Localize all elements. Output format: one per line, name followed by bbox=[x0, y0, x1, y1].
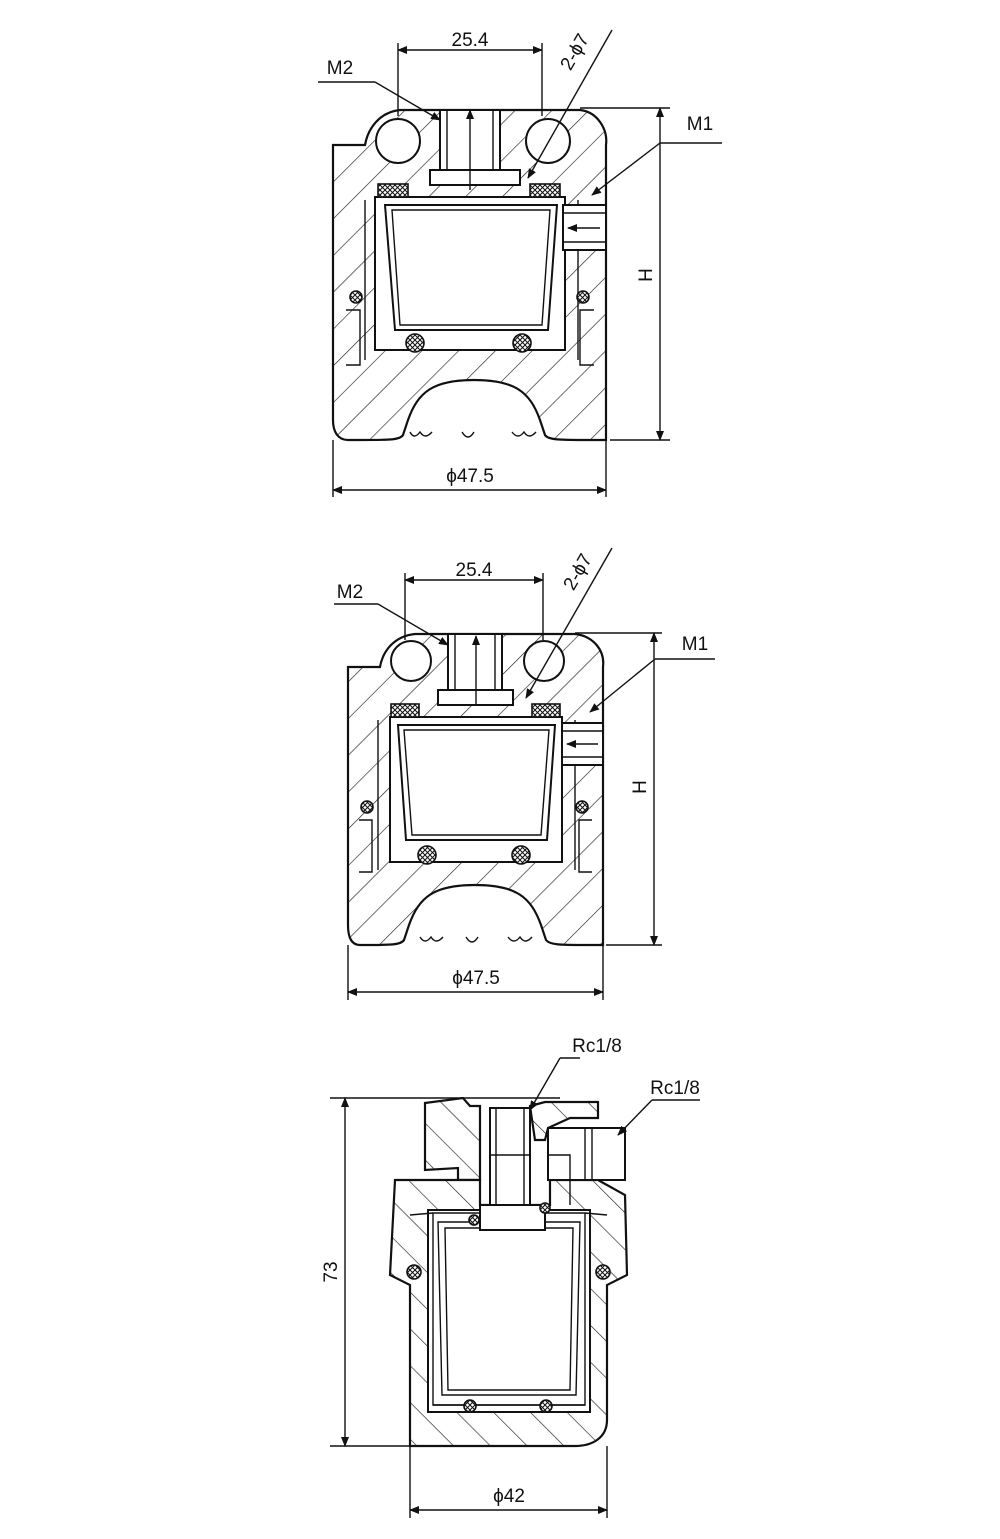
dim-height-label: 73 bbox=[321, 1261, 342, 1282]
port-m1-label: M1 bbox=[687, 114, 713, 135]
holes-label: 2-ϕ7 bbox=[557, 30, 594, 74]
port-rc-top-label: Rc1/8 bbox=[572, 1036, 622, 1057]
view-section-1: 25.4 2-ϕ7 M2 M1 H ϕ47.5 bbox=[318, 29, 722, 497]
mount-hole-left bbox=[390, 640, 432, 682]
dim-top-width-label: 25.4 bbox=[452, 30, 489, 51]
o-ring-side-left bbox=[349, 290, 363, 304]
o-ring-bottom-left bbox=[463, 1399, 477, 1413]
mount-hole-right bbox=[523, 640, 565, 682]
mount-hole-left bbox=[375, 118, 421, 164]
o-ring-side-right bbox=[576, 290, 590, 304]
seal-ring-right bbox=[529, 183, 561, 198]
mount-hole-right bbox=[525, 118, 571, 164]
port-m2-label: M2 bbox=[337, 582, 363, 603]
seal-ring-right bbox=[531, 703, 561, 718]
o-ring-left bbox=[406, 1264, 422, 1280]
o-ring-bottom-right bbox=[511, 845, 531, 865]
dim-height-label: H bbox=[630, 780, 651, 794]
dim-diameter-label: ϕ47.5 bbox=[446, 466, 494, 487]
dim-top-width-label: 25.4 bbox=[456, 560, 493, 581]
seal-ring-left bbox=[390, 703, 420, 718]
o-ring-side-right bbox=[575, 800, 589, 814]
o-ring-bottom-left bbox=[417, 845, 437, 865]
port-rc-side-label: Rc1/8 bbox=[650, 1078, 700, 1099]
port-m2-bore bbox=[447, 633, 503, 691]
o-ring-right bbox=[595, 1264, 611, 1280]
dim-diameter-label: ϕ42 bbox=[493, 1486, 525, 1507]
view-section-2: 25.4 2-ϕ7 M2 M1 H ϕ47.5 bbox=[334, 547, 715, 1000]
o-ring-side-left bbox=[360, 800, 374, 814]
holes-label: 2-ϕ7 bbox=[560, 550, 597, 594]
view-section-3: Rc1/8 Rc1/8 73 ϕ42 bbox=[321, 1036, 700, 1518]
o-ring-bottom-right bbox=[512, 333, 532, 353]
o-ring-bottom-left bbox=[405, 333, 425, 353]
port-m1-label: M1 bbox=[682, 634, 708, 655]
valve-cap-section bbox=[423, 1096, 482, 1182]
port-rc-side-bore bbox=[547, 1127, 626, 1181]
dim-diameter-label: ϕ47.5 bbox=[452, 968, 500, 989]
o-ring-bottom-right bbox=[539, 1399, 553, 1413]
seal-ring-left bbox=[377, 183, 409, 198]
dim-height-label: H bbox=[636, 268, 657, 282]
port-m2-label: M2 bbox=[327, 58, 353, 79]
